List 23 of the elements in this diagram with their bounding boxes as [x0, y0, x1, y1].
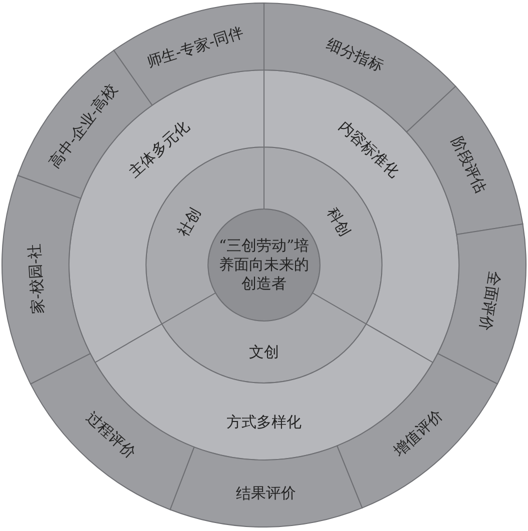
- segment-label: 方式多样化: [226, 412, 302, 430]
- segment-label: 主体多元化: [125, 116, 194, 180]
- segment-label: 过程评价: [82, 408, 140, 462]
- ring-segment: [406, 86, 523, 234]
- segment-label: 全面评价: [476, 270, 504, 332]
- segment-label: 细分指标: [324, 35, 386, 76]
- segment-label: “三创劳动”培养面向未来的创造者: [218, 236, 310, 294]
- ring-segment: [170, 446, 362, 527]
- ring-segment: [30, 354, 194, 510]
- ring-segment: [2, 175, 90, 384]
- segment-label: 内容标准化: [334, 116, 403, 180]
- segment-label: 高中-企业-高校: [45, 80, 120, 172]
- segment-label: 增值评价: [390, 406, 447, 460]
- segment-label: 文创: [248, 343, 279, 361]
- ring-segment: [162, 293, 366, 383]
- ring-segment: [337, 354, 498, 508]
- segment-label: 科创: [324, 204, 355, 239]
- ring-segment: [438, 224, 526, 384]
- segment-label: 社创: [173, 204, 204, 239]
- segment-label: 结果评价: [236, 484, 296, 503]
- segment-label: 阶段评估: [448, 134, 491, 196]
- segment-label: 家-校园-社: [24, 243, 48, 314]
- segment-label: 师生-专家-同伴: [144, 23, 246, 71]
